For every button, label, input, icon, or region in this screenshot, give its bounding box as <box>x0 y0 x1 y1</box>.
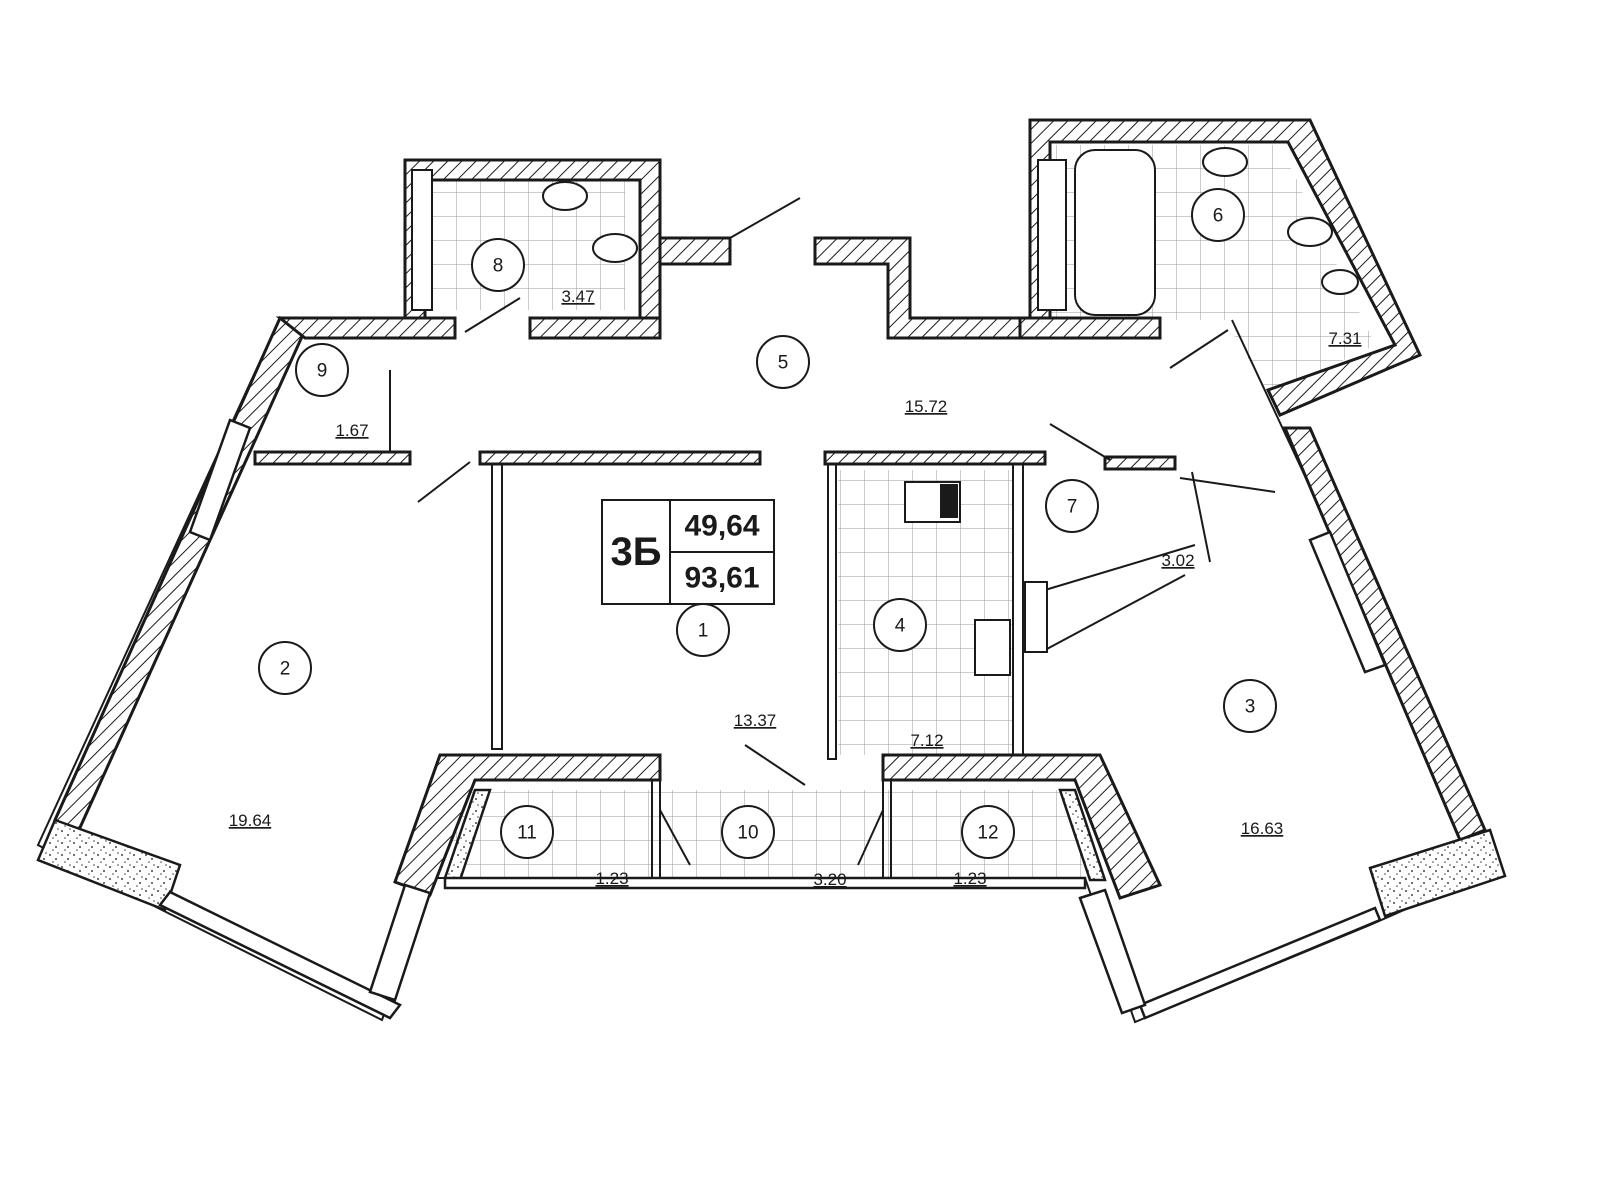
room-9-area: 1.67 <box>335 421 368 440</box>
wall-corridor-top-left <box>658 236 732 266</box>
room-6-area: 7.31 <box>1328 329 1361 348</box>
window-loggia-front <box>443 876 1087 890</box>
svg-text:11: 11 <box>517 823 537 844</box>
room-4-area: 7.12 <box>910 731 943 750</box>
room-12-area: 1.23 <box>953 869 986 888</box>
room-11-area: 1.23 <box>595 869 628 888</box>
door-bathroom-8 <box>464 297 521 333</box>
room-marker-1: 1 <box>676 603 730 657</box>
toilet-6-icon <box>1287 217 1333 247</box>
wall-left <box>53 315 307 835</box>
room-marker-9: 9 <box>295 343 349 397</box>
partition-kitchen-right <box>1012 463 1024 760</box>
svg-text:5: 5 <box>778 353 789 374</box>
svg-text:7: 7 <box>1067 497 1078 518</box>
wall-right <box>1282 426 1487 842</box>
door-loggia-12 <box>857 809 884 866</box>
room-marker-4: 4 <box>873 598 927 652</box>
room-marker-6: 6 <box>1191 188 1245 242</box>
wall-corridor-top-right <box>813 236 1022 340</box>
storage-7-diagonal-a <box>1044 544 1196 591</box>
wall-bathroom-8-bottom <box>528 316 662 340</box>
door-loggia-11 <box>659 809 691 866</box>
room-3-area: 16.63 <box>1241 819 1284 838</box>
wall-loggia-left <box>393 753 662 897</box>
boiler-icon <box>1024 581 1048 653</box>
room-2-area: 19.64 <box>229 811 272 830</box>
svg-text:6: 6 <box>1213 206 1224 227</box>
svg-text:8: 8 <box>493 256 504 277</box>
door-kitchen-loggia <box>744 744 806 786</box>
door-storage-7 <box>1049 423 1111 461</box>
svg-text:12: 12 <box>977 823 998 844</box>
svg-text:10: 10 <box>737 823 758 844</box>
room-marker-8: 8 <box>471 238 525 292</box>
door-room-2 <box>417 461 471 503</box>
loggia-right-insulation <box>1058 788 1107 882</box>
window-room-2-corner <box>368 883 432 1002</box>
window-room-2-left <box>188 418 252 542</box>
window-room-2-bottom <box>158 890 402 1020</box>
room-marker-11: 11 <box>500 805 554 859</box>
storage-7-diagonal-b <box>1044 574 1186 651</box>
apartment-badge: 3Б 49,64 93,61 <box>601 499 775 605</box>
room-marker-2: 2 <box>258 641 312 695</box>
door-room-3 <box>1179 477 1276 493</box>
door-entrance <box>729 197 801 239</box>
window-room-3-right <box>1308 530 1387 674</box>
apartment-type: 3Б <box>611 530 662 574</box>
room-marker-7: 7 <box>1045 479 1099 533</box>
living-area-value: 49,64 <box>684 510 759 543</box>
svg-text:9: 9 <box>317 361 328 382</box>
room-5-area: 15.72 <box>905 397 948 416</box>
room-8-area: 3.47 <box>561 287 594 306</box>
washer-8 <box>411 169 433 311</box>
room-10-area: 3.20 <box>813 870 846 889</box>
partition-storage-7-right <box>1191 471 1211 563</box>
room-marker-10: 10 <box>721 805 775 859</box>
svg-text:3: 3 <box>1245 697 1256 718</box>
appliance-dark-icon <box>940 484 958 518</box>
partition-room-1-top <box>478 450 762 466</box>
bidet-6-icon <box>1321 269 1359 295</box>
wall-bathroom-6-bottom <box>1018 316 1162 340</box>
window-room-3-corner <box>1078 888 1147 1015</box>
corner-block-right <box>1368 828 1507 918</box>
room-7-area: 3.02 <box>1161 551 1194 570</box>
svg-text:4: 4 <box>895 616 906 637</box>
window-room-3-bottom <box>1138 906 1382 1020</box>
bathtub <box>1074 149 1156 316</box>
room-marker-5: 5 <box>756 335 810 389</box>
sink-6-icon <box>1202 147 1248 177</box>
washer-6 <box>1037 159 1067 311</box>
door-bathroom-6 <box>1169 329 1229 369</box>
partition-storage-7-top <box>1103 455 1177 471</box>
partition-kitchen-left <box>827 463 837 760</box>
partition-room-1-left <box>491 463 503 750</box>
svg-text:2: 2 <box>280 659 291 680</box>
partition-hall-9 <box>253 450 412 466</box>
stove-icon <box>974 619 1011 676</box>
toilet-8-icon <box>592 233 638 263</box>
wall-top-left <box>275 316 457 340</box>
room-1-area: 13.37 <box>734 711 777 730</box>
sink-8-icon <box>542 181 588 211</box>
corner-block-left <box>36 818 182 912</box>
svg-text:1: 1 <box>698 621 709 642</box>
room-marker-3: 3 <box>1223 679 1277 733</box>
room-marker-12: 12 <box>961 805 1015 859</box>
total-area-value: 93,61 <box>684 562 759 595</box>
partition-kitchen-top <box>823 450 1047 466</box>
